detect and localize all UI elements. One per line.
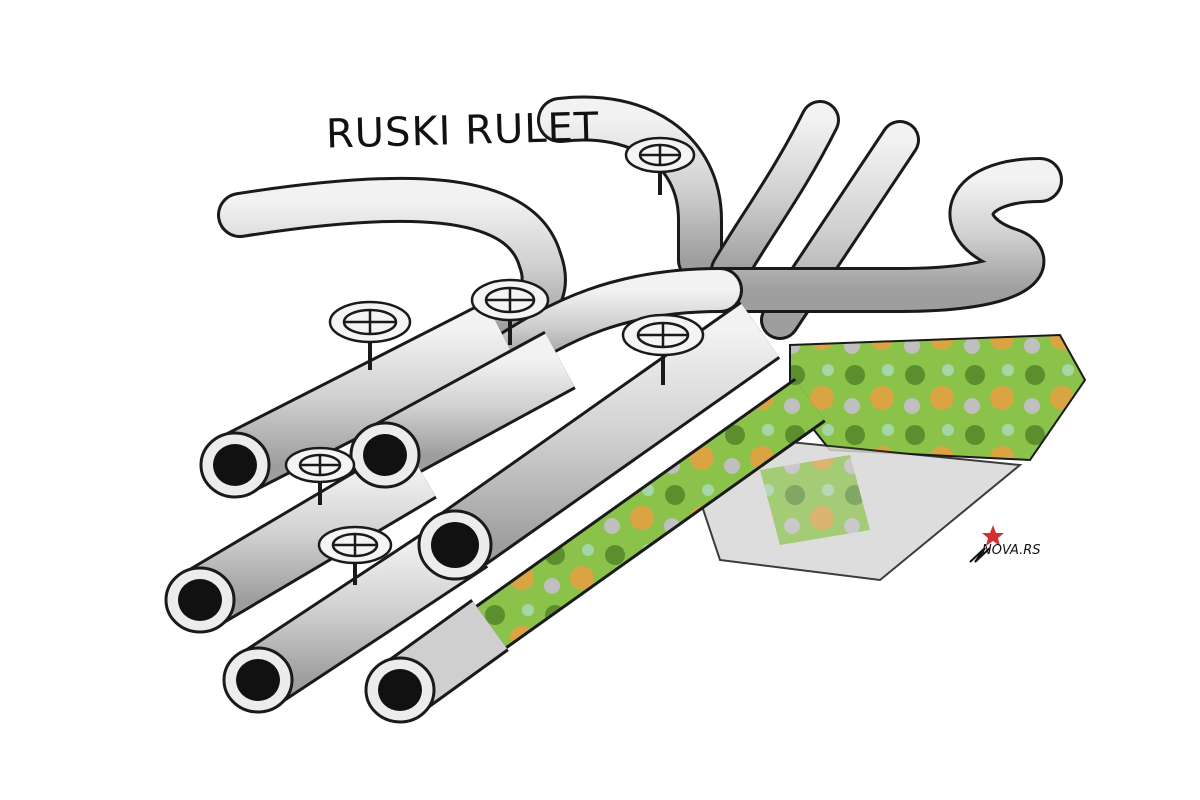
- cartoon-title: RUSKI RULET: [325, 104, 600, 158]
- valve-wheel-icon: [317, 525, 393, 585]
- valve-wheel-icon: [624, 136, 696, 195]
- valve-wheel-icon: [284, 446, 356, 505]
- pipe-openings: [164, 421, 493, 724]
- signature-text: NOVA.RS: [982, 543, 1041, 558]
- signature-mark: [969, 547, 991, 563]
- valve-wheel-icon: [621, 313, 705, 385]
- valve-wheel-icon: [470, 278, 550, 345]
- pipe-network-back: [217, 95, 1063, 383]
- tank-turret: [698, 333, 1087, 582]
- valve-wheels: [284, 136, 705, 585]
- star-icon: [982, 525, 1004, 546]
- valve-wheel-icon: [328, 300, 412, 370]
